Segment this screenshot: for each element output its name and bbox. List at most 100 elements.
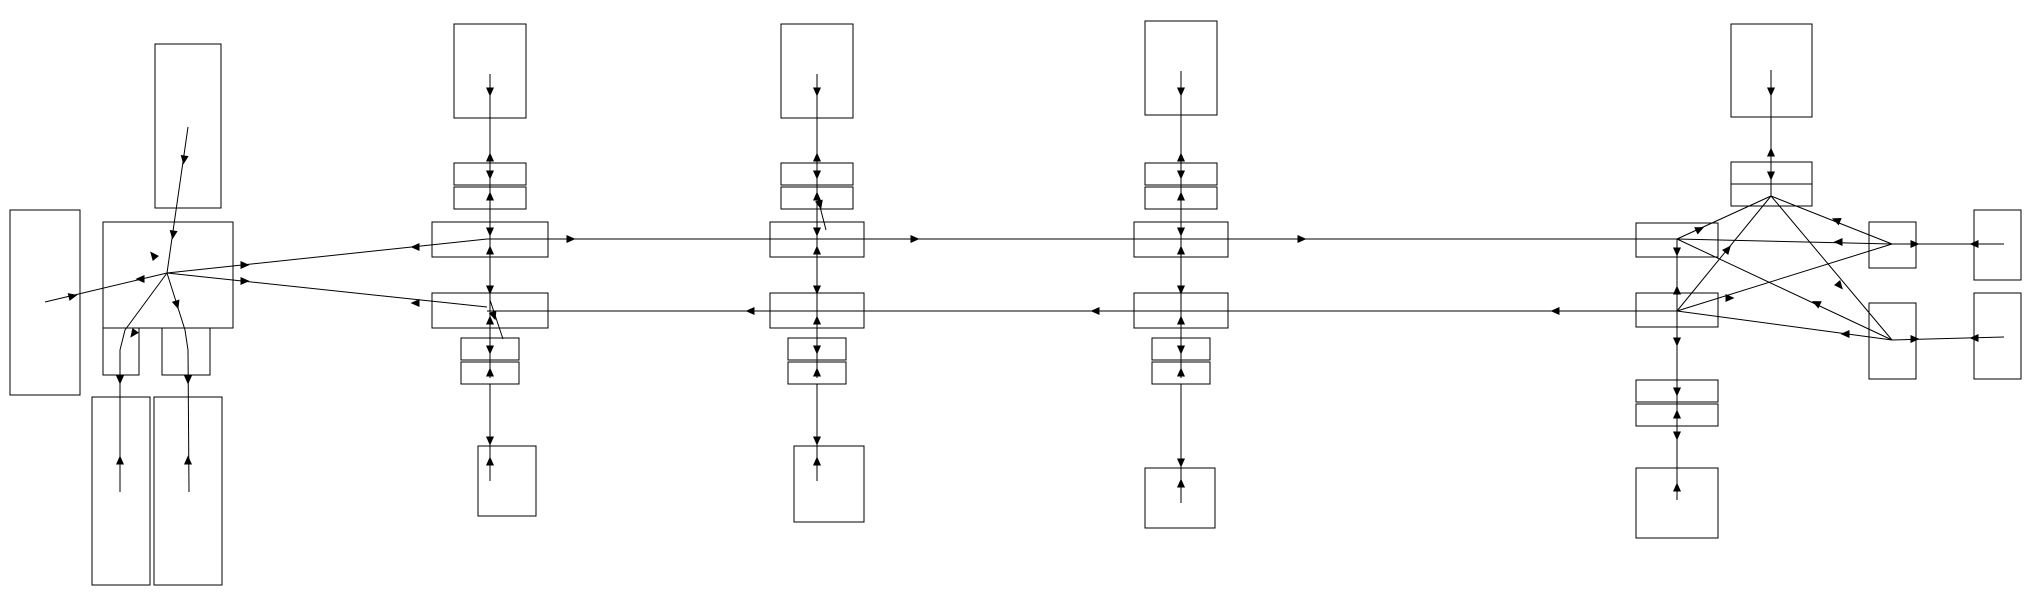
arrowhead-icon: [813, 315, 821, 325]
arrowhead-icon: [488, 310, 497, 321]
diagram-boxes: [9, 20, 2022, 586]
arrowhead-icon: [815, 199, 823, 210]
arrowhead-icon: [813, 367, 821, 377]
diagram-node-box: [1868, 221, 1917, 269]
arrowhead-icon: [410, 243, 420, 251]
arrowhead-icon: [813, 436, 821, 446]
arrowhead-icon: [171, 299, 180, 310]
arrowhead-icon: [1767, 147, 1775, 157]
arrowhead-icon: [486, 87, 494, 97]
arrowhead-icon: [1840, 330, 1850, 338]
diagram-connector-line: [1676, 238, 1893, 245]
arrowhead-icon: [566, 235, 576, 243]
diagram-connector-line: [166, 238, 488, 274]
arrowhead-icon: [1811, 301, 1822, 309]
arrowhead-icon: [1910, 240, 1920, 248]
arrowhead-icon: [180, 154, 189, 165]
arrowhead-icon: [1767, 87, 1775, 97]
arrowhead-icon: [1177, 87, 1185, 97]
arrowhead-icon: [184, 455, 192, 465]
diagram-connector-line: [1676, 310, 1893, 341]
arrowhead-icon: [486, 152, 494, 162]
arrowhead-icon: [1177, 170, 1185, 180]
arrowhead-icon: [169, 229, 178, 240]
arrowhead-icon: [240, 277, 250, 285]
arrowhead-icon: [813, 170, 821, 180]
arrowhead-icon: [1673, 247, 1681, 257]
arrowhead-icon: [813, 245, 821, 255]
arrowhead-icon: [1673, 285, 1681, 295]
arrowhead-icon: [813, 87, 821, 97]
diagram-connector-line: [119, 272, 168, 492]
diagram-connector-line: [1770, 195, 1893, 245]
arrowhead-icon: [184, 375, 192, 385]
arrowhead-icon: [1177, 227, 1185, 237]
diagram-connector-line: [1676, 195, 1772, 240]
arrowhead-icon: [1550, 307, 1560, 315]
arrowhead-icon: [813, 191, 821, 201]
arrowhead-icon: [486, 285, 494, 295]
arrowhead-icon: [813, 285, 821, 295]
arrowhead-icon: [1673, 431, 1681, 441]
arrowhead-icon: [1834, 279, 1843, 290]
arrowhead-icon: [486, 345, 494, 355]
diagram-node-box: [793, 445, 865, 523]
diagram-node-box: [9, 209, 81, 396]
arrowhead-icon: [486, 315, 494, 325]
diagram-connector-line: [1676, 243, 1893, 312]
arrowhead-icon: [486, 170, 494, 180]
arrowhead-icon: [1831, 217, 1842, 226]
arrowhead-icon: [1177, 478, 1185, 488]
arrowhead-icon: [1177, 152, 1185, 162]
arrowhead-icon: [1177, 458, 1185, 468]
diagram-node-box: [477, 445, 537, 517]
diagram-node-box: [1144, 467, 1216, 529]
arrowhead-icon: [486, 367, 494, 377]
arrowhead-icon: [1177, 367, 1185, 377]
arrowhead-icon: [1673, 387, 1681, 397]
arrowhead-icon: [813, 456, 821, 466]
diagram-connector-line: [166, 126, 189, 274]
arrowhead-icon: [410, 299, 420, 307]
arrowhead-icon: [1090, 307, 1100, 315]
arrowhead-icon: [1297, 235, 1307, 243]
arrowhead-icon: [745, 307, 755, 315]
diagram-node-box: [1973, 209, 2022, 281]
diagram-arrowheads: [67, 87, 1979, 492]
diagram-connector-line: [1676, 195, 1772, 312]
arrowhead-icon: [813, 345, 821, 355]
arrowhead-icon: [1910, 335, 1920, 343]
arrowhead-icon: [1722, 245, 1731, 256]
arrowhead-icon: [486, 227, 494, 237]
arrowhead-icon: [486, 191, 494, 201]
arrowhead-icon: [1969, 334, 1979, 342]
arrowhead-icon: [1673, 337, 1681, 347]
diagram-connector-line: [489, 299, 504, 340]
arrowhead-icon: [1177, 285, 1185, 295]
diagram-node-box: [154, 43, 222, 209]
arrowhead-icon: [1694, 227, 1705, 235]
diagram-connector-line: [166, 272, 488, 308]
arrowhead-icon: [813, 152, 821, 162]
diagram-node-box: [1973, 292, 2022, 380]
diagram-connector-line: [1770, 195, 1893, 341]
arrowhead-icon: [116, 455, 124, 465]
arrowhead-icon: [1177, 245, 1185, 255]
arrowhead-icon: [240, 261, 250, 269]
diagram-edges: [44, 70, 2005, 503]
arrowhead-icon: [116, 375, 124, 385]
arrowhead-icon: [1177, 315, 1185, 325]
arrowhead-icon: [1725, 294, 1735, 302]
arrowhead-icon: [67, 293, 78, 301]
diagram-node-box: [91, 396, 151, 586]
arrowhead-icon: [1177, 191, 1185, 201]
arrowhead-icon: [150, 251, 159, 262]
arrowhead-icon: [130, 328, 139, 338]
diagram-connector-line: [44, 272, 168, 303]
arrowhead-icon: [1673, 482, 1681, 492]
arrowhead-icon: [486, 436, 494, 446]
diagram-node-box: [153, 396, 223, 586]
arrowhead-icon: [813, 227, 821, 237]
arrowhead-icon: [486, 456, 494, 466]
